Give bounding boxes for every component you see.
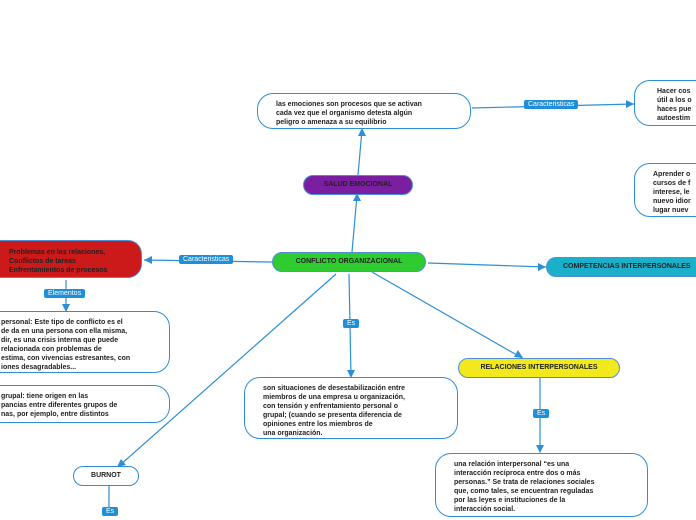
node-desestabilizacion[interactable]: son situaciones de desestabilización ent… [244, 377, 458, 439]
node-relacion-definicion[interactable]: una relación interpersonal “es una inter… [435, 453, 648, 517]
arrow-relaciones [514, 350, 523, 358]
link-salud-emociones [357, 129, 363, 176]
link-central-salud [351, 194, 358, 253]
arrow-competencias [538, 263, 546, 271]
label-es-burnot: Es [102, 507, 119, 516]
node-hacer[interactable]: Hacer cos útil a los o haces pue autoest… [634, 80, 696, 126]
node-burnot[interactable]: BURNOT [73, 466, 139, 486]
arrow-salud [353, 193, 361, 201]
arrow-relaciones-def [536, 445, 544, 453]
arrow-burnot [117, 459, 126, 467]
node-problemas[interactable]: Problemas en las relaciones, Conflictos … [0, 240, 142, 278]
node-intrapersonal[interactable]: personal: Este tipo de conflicto es el d… [0, 311, 170, 373]
arrow-intrapersonal [62, 304, 70, 312]
node-conflicto-organizacional[interactable]: CONFLICTO ORGANIZACIONAL [272, 252, 426, 272]
arrow-problemas [144, 256, 152, 264]
arrow-desestabilizacion [347, 370, 355, 378]
arrow-emociones [358, 128, 366, 136]
link-central-relaciones [371, 271, 523, 359]
arrow-hacer [626, 100, 634, 108]
label-caracteristicas-top: Caracteristicas [524, 100, 579, 109]
label-elementos: Elementos [44, 289, 86, 298]
link-central-burnot [118, 273, 337, 467]
label-es-relaciones: Es [533, 409, 550, 418]
node-grupal[interactable]: grupal: tiene origen en las pancias entr… [0, 385, 170, 423]
label-es-center: Es [343, 319, 360, 328]
node-competencias-interpersonales[interactable]: COMPETENCIAS INTERPERSONALES [546, 257, 696, 277]
label-caracteristicas-left: Caracteristicas [179, 255, 234, 264]
node-emociones[interactable]: las emociones son procesos que se activa… [257, 93, 471, 129]
node-relaciones-interpersonales[interactable]: RELACIONES INTERPERSONALES [458, 358, 620, 378]
node-aprender[interactable]: Aprender o cursos de f interese, le nuev… [634, 163, 696, 217]
link-central-competencias [427, 262, 547, 268]
node-salud-emocional[interactable]: SALUD EMOCIONAL [303, 175, 413, 195]
